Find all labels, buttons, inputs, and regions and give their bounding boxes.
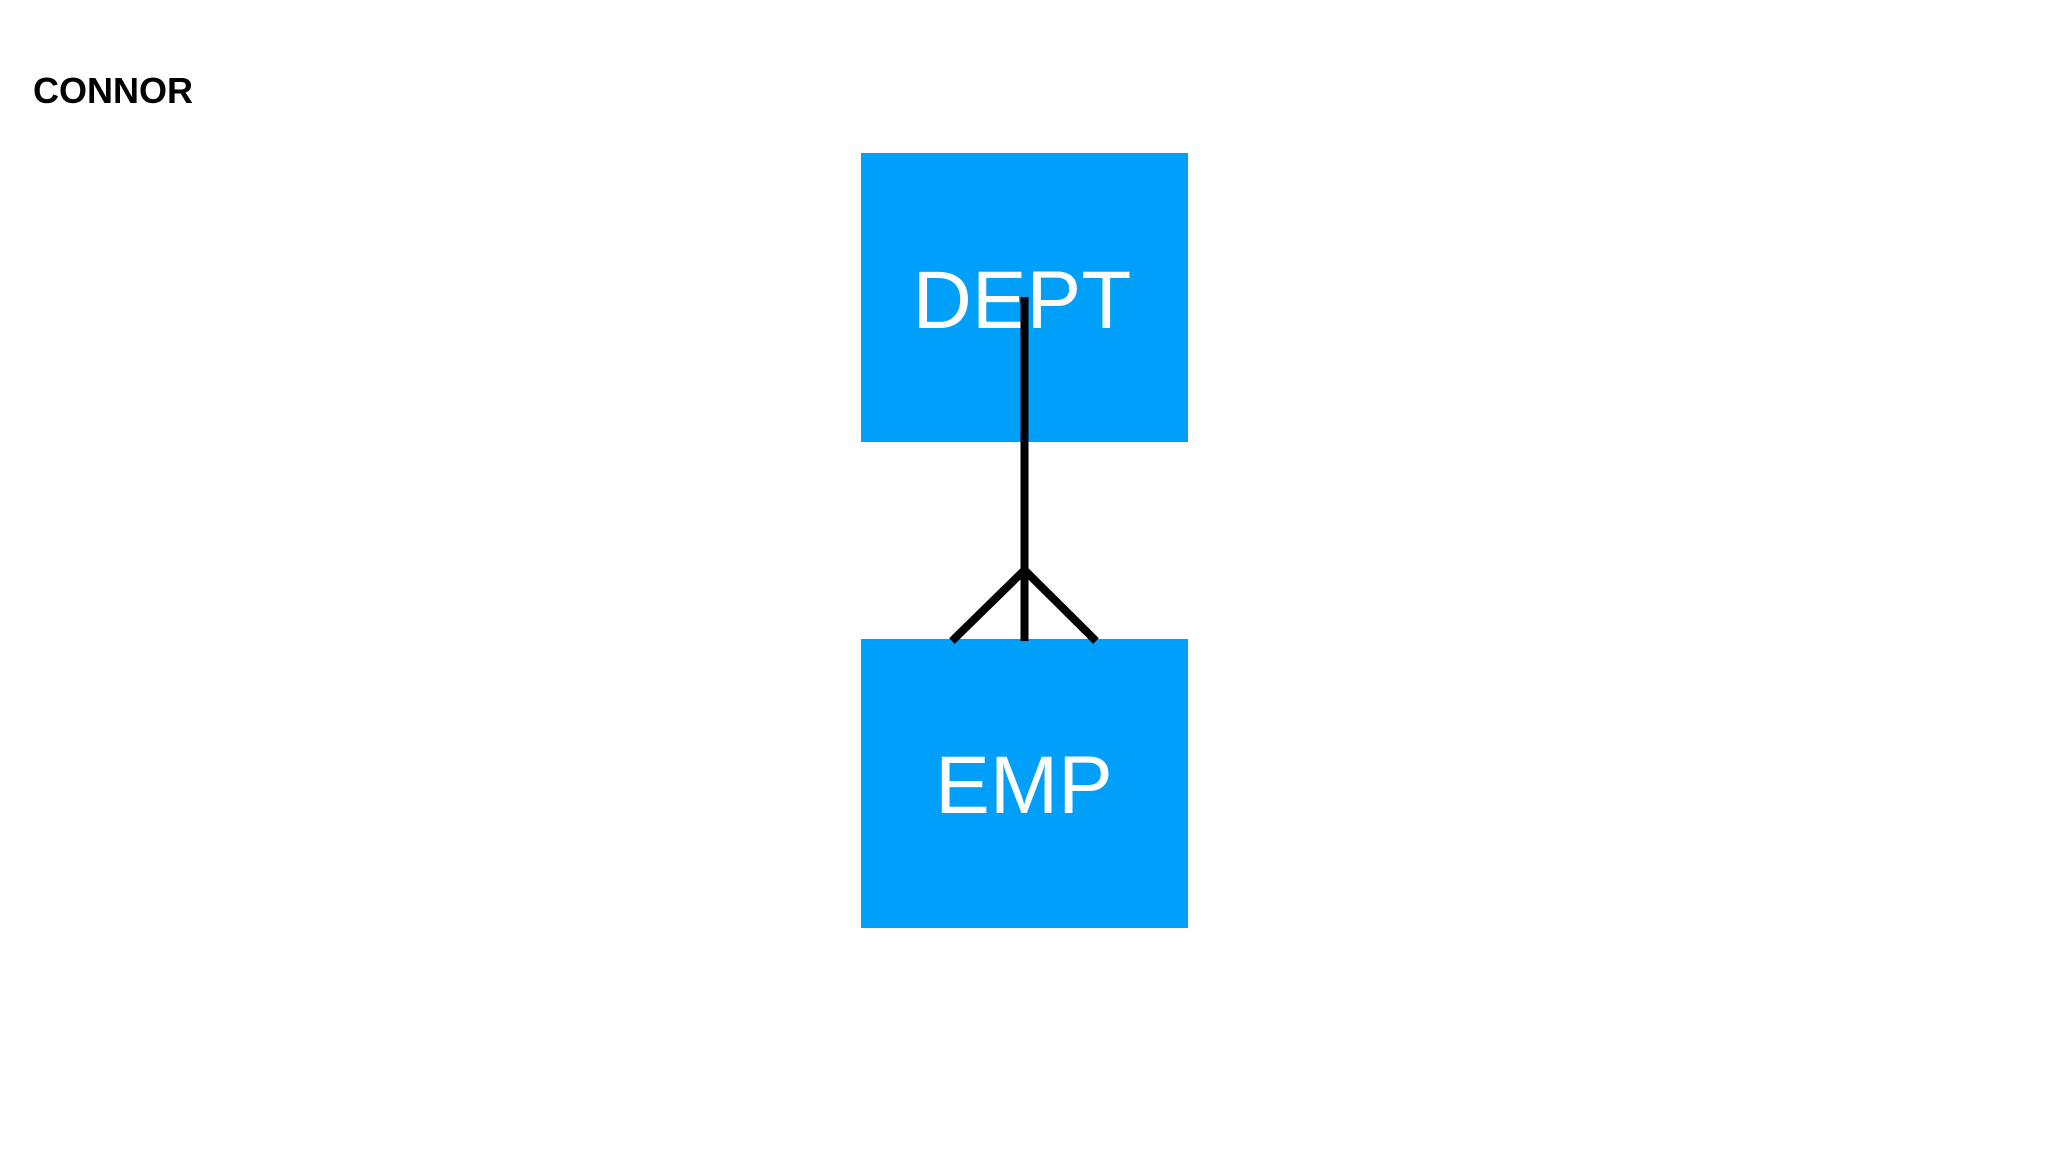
crow-foot-right-prong <box>1021 567 1099 644</box>
entity-emp-box[interactable] <box>861 639 1188 928</box>
crow-foot-left-prong <box>949 567 1028 644</box>
page-title: CONNOR <box>33 70 193 111</box>
relationship-connector <box>949 297 1099 644</box>
entity-emp-label: EMP <box>935 740 1113 831</box>
